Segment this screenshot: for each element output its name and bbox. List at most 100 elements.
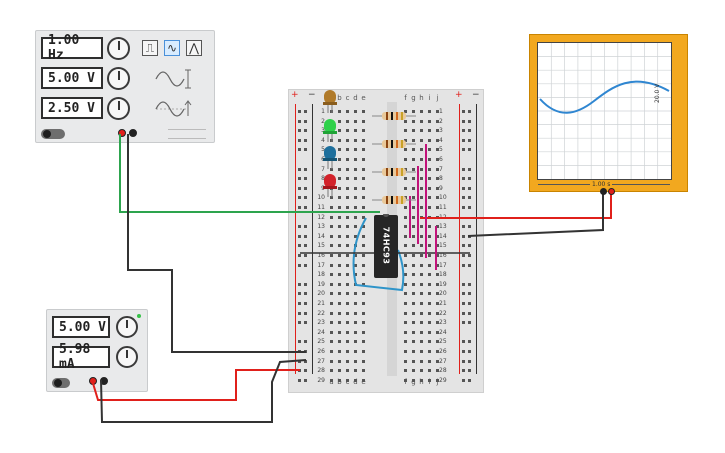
rail-hole[interactable] [298, 177, 301, 181]
breadboard-hole[interactable] [412, 282, 415, 286]
breadboard-hole[interactable] [428, 244, 431, 248]
breadboard-hole[interactable] [404, 254, 407, 257]
breadboard-hole[interactable] [420, 350, 423, 353]
breadboard-hole[interactable] [412, 110, 415, 113]
breadboard-hole[interactable] [436, 206, 439, 209]
fg-negative-terminal[interactable] [129, 129, 137, 137]
breadboard-hole[interactable] [346, 330, 349, 334]
breadboard-hole[interactable] [330, 378, 333, 382]
breadboard-hole[interactable] [404, 234, 407, 238]
breadboard-hole[interactable] [412, 158, 415, 161]
square-wave-button[interactable]: ⎍ [142, 40, 158, 56]
rail-hole[interactable] [304, 186, 307, 190]
breadboard-hole[interactable] [346, 186, 349, 190]
rail-hole[interactable] [304, 138, 307, 142]
breadboard-hole[interactable] [354, 129, 357, 133]
rail-hole[interactable] [468, 292, 471, 296]
rail-hole[interactable] [462, 311, 465, 315]
breadboard-hole[interactable] [338, 254, 341, 257]
breadboard-hole[interactable] [436, 110, 439, 113]
breadboard-hole[interactable] [428, 234, 431, 238]
breadboard-hole[interactable] [330, 292, 333, 296]
breadboard-hole[interactable] [338, 244, 341, 248]
rail-hole[interactable] [468, 148, 471, 152]
rail-hole[interactable] [462, 350, 465, 353]
breadboard-hole[interactable] [362, 378, 365, 382]
breadboard-hole[interactable] [346, 129, 349, 133]
rail-hole[interactable] [304, 263, 307, 267]
breadboard-hole[interactable] [362, 158, 365, 161]
rail-hole[interactable] [462, 186, 465, 190]
breadboard-hole[interactable] [436, 138, 439, 142]
breadboard-hole[interactable] [362, 263, 365, 267]
breadboard-hole[interactable] [338, 321, 341, 325]
breadboard-hole[interactable] [420, 311, 423, 315]
breadboard-hole[interactable] [404, 119, 407, 123]
breadboard-hole[interactable] [354, 177, 357, 181]
breadboard-hole[interactable] [404, 330, 407, 334]
breadboard-hole[interactable] [362, 330, 365, 334]
rail-hole[interactable] [304, 321, 307, 325]
breadboard-hole[interactable] [362, 359, 365, 363]
breadboard-hole[interactable] [412, 350, 415, 353]
breadboard-hole[interactable] [404, 292, 407, 296]
breadboard-hole[interactable] [362, 254, 365, 257]
breadboard-hole[interactable] [412, 369, 415, 373]
breadboard-hole[interactable] [346, 244, 349, 248]
scope-probe-terminal[interactable] [608, 188, 615, 195]
triangle-wave-button[interactable]: ⋀ [186, 40, 202, 56]
green-led[interactable] [322, 117, 338, 143]
breadboard-hole[interactable] [346, 119, 349, 123]
rail-hole[interactable] [468, 177, 471, 181]
breadboard-hole[interactable] [412, 273, 415, 277]
breadboard-hole[interactable] [412, 330, 415, 334]
breadboard-hole[interactable] [354, 350, 357, 353]
breadboard-hole[interactable] [362, 206, 365, 209]
breadboard-hole[interactable] [436, 330, 439, 334]
breadboard-hole[interactable] [420, 273, 423, 277]
rail-hole[interactable] [298, 148, 301, 152]
breadboard-hole[interactable] [428, 282, 431, 286]
rail-hole[interactable] [468, 263, 471, 267]
rail-hole[interactable] [462, 196, 465, 200]
breadboard-hole[interactable] [428, 302, 431, 305]
breadboard-hole[interactable] [404, 186, 407, 190]
breadboard-hole[interactable] [346, 206, 349, 209]
breadboard-hole[interactable] [420, 206, 423, 209]
rail-hole[interactable] [462, 167, 465, 171]
rail-hole[interactable] [304, 196, 307, 200]
breadboard-hole[interactable] [362, 282, 365, 286]
breadboard-hole[interactable] [412, 321, 415, 325]
breadboard-hole[interactable] [338, 292, 341, 296]
breadboard-hole[interactable] [420, 244, 423, 248]
breadboard-hole[interactable] [404, 129, 407, 133]
rail-hole[interactable] [462, 148, 465, 152]
rail-hole[interactable] [468, 167, 471, 171]
rail-hole[interactable] [468, 321, 471, 325]
breadboard-hole[interactable] [420, 254, 423, 257]
breadboard-hole[interactable] [412, 225, 415, 229]
rail-hole[interactable] [298, 129, 301, 133]
rail-hole[interactable] [462, 340, 465, 344]
breadboard-hole[interactable] [436, 225, 439, 229]
rail-hole[interactable] [462, 110, 465, 113]
breadboard-hole[interactable] [330, 196, 333, 200]
rail-hole[interactable] [304, 311, 307, 315]
breadboard-hole[interactable] [420, 282, 423, 286]
breadboard-hole[interactable] [330, 167, 333, 171]
rail-hole[interactable] [462, 234, 465, 238]
breadboard-hole[interactable] [420, 369, 423, 373]
rail-hole[interactable] [304, 148, 307, 152]
rail-hole[interactable] [304, 340, 307, 344]
breadboard-hole[interactable] [420, 177, 423, 181]
breadboard-hole[interactable] [428, 206, 431, 209]
breadboard-hole[interactable] [362, 273, 365, 277]
rail-hole[interactable] [462, 254, 465, 257]
breadboard-hole[interactable] [338, 215, 341, 219]
breadboard-hole[interactable] [412, 148, 415, 152]
breadboard-hole[interactable] [338, 158, 341, 161]
breadboard-hole[interactable] [436, 167, 439, 171]
rail-hole[interactable] [468, 129, 471, 133]
breadboard-hole[interactable] [404, 369, 407, 373]
rail-hole[interactable] [462, 321, 465, 325]
